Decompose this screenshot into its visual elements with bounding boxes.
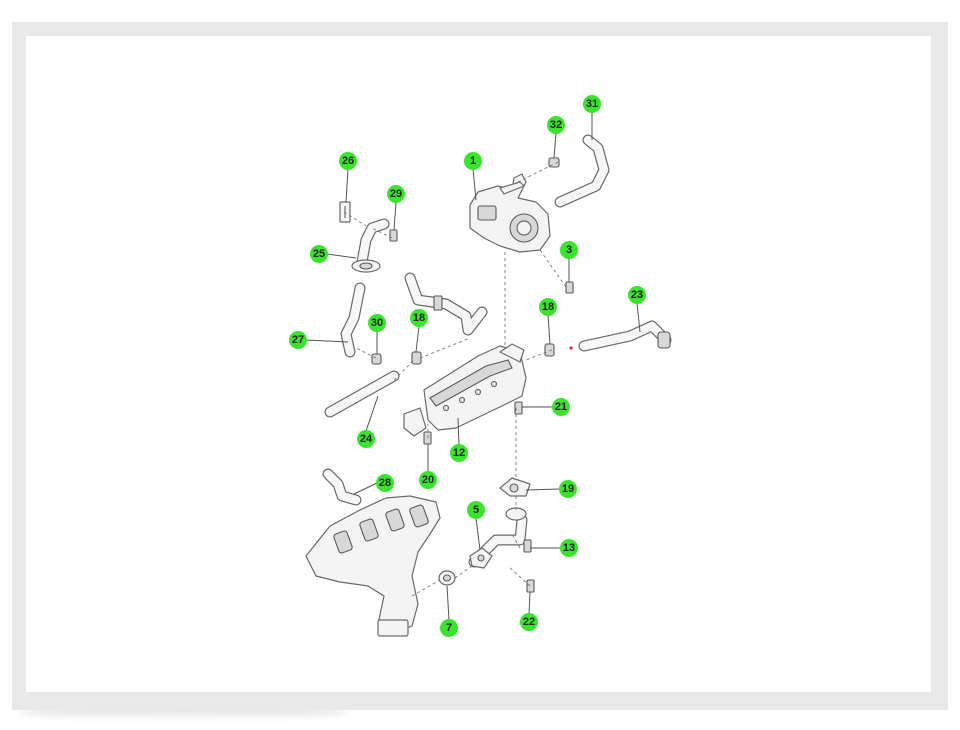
svg-text:32: 32 bbox=[550, 119, 562, 131]
part-20-bolt bbox=[423, 431, 432, 445]
callout-leaders bbox=[305, 112, 641, 621]
part-23-hose bbox=[578, 320, 672, 352]
callout-18-right[interactable]: 18 bbox=[539, 298, 557, 316]
red-marker bbox=[569, 346, 573, 350]
svg-text:19: 19 bbox=[562, 483, 574, 495]
part-13-bolt bbox=[523, 539, 532, 553]
part-30-clip bbox=[371, 353, 382, 365]
part-22-bolt bbox=[526, 579, 535, 593]
part-1-egr-valve bbox=[469, 173, 551, 253]
part-18-clamp-right bbox=[544, 343, 555, 357]
callout-28[interactable]: 28 bbox=[376, 474, 394, 492]
callout-3[interactable]: 3 bbox=[560, 241, 578, 259]
svg-text:7: 7 bbox=[446, 622, 452, 634]
svg-text:12: 12 bbox=[453, 447, 465, 459]
callout-22[interactable]: 22 bbox=[520, 613, 538, 631]
svg-text:21: 21 bbox=[555, 401, 567, 413]
part-24-hose bbox=[324, 370, 400, 418]
part-7-gasket bbox=[438, 570, 456, 586]
part-18-clamp-left bbox=[411, 351, 422, 365]
svg-text:30: 30 bbox=[371, 317, 383, 329]
svg-text:26: 26 bbox=[342, 155, 354, 167]
svg-text:31: 31 bbox=[586, 98, 598, 110]
callout-19[interactable]: 19 bbox=[559, 480, 577, 498]
assembly-centerlines bbox=[343, 161, 567, 597]
callout-5[interactable]: 5 bbox=[467, 501, 485, 519]
svg-text:28: 28 bbox=[379, 477, 391, 489]
svg-text:3: 3 bbox=[566, 244, 572, 256]
callout-24[interactable]: 24 bbox=[357, 430, 375, 448]
part-3-bolt bbox=[565, 281, 574, 294]
part-19-gasket bbox=[499, 477, 531, 497]
part-exhaust-manifold bbox=[305, 495, 441, 637]
part-coolant-pipe bbox=[404, 272, 488, 336]
part-31-hose bbox=[554, 134, 610, 208]
callout-13[interactable]: 13 bbox=[560, 539, 578, 557]
callout-25[interactable]: 25 bbox=[310, 245, 328, 263]
callout-1[interactable]: 1 bbox=[464, 152, 482, 170]
part-26-bracket bbox=[339, 201, 351, 223]
svg-text:20: 20 bbox=[422, 474, 434, 486]
svg-text:18: 18 bbox=[413, 312, 425, 324]
callout-27[interactable]: 27 bbox=[289, 331, 307, 349]
svg-text:5: 5 bbox=[473, 504, 479, 516]
svg-text:29: 29 bbox=[390, 188, 402, 200]
callout-30[interactable]: 30 bbox=[368, 314, 386, 332]
part-25-pipe bbox=[351, 218, 390, 273]
callout-31[interactable]: 31 bbox=[583, 95, 601, 113]
svg-text:18: 18 bbox=[542, 301, 554, 313]
svg-text:24: 24 bbox=[360, 433, 373, 445]
callout-29[interactable]: 29 bbox=[387, 185, 405, 203]
svg-text:25: 25 bbox=[313, 248, 325, 260]
svg-text:22: 22 bbox=[523, 616, 535, 628]
svg-text:27: 27 bbox=[292, 334, 304, 346]
part-28-hose bbox=[322, 468, 362, 506]
part-21-bolt bbox=[514, 401, 523, 415]
callout-20[interactable]: 20 bbox=[419, 471, 437, 489]
callout-18-left[interactable]: 18 bbox=[410, 309, 428, 327]
svg-text:23: 23 bbox=[631, 289, 643, 301]
svg-text:13: 13 bbox=[563, 542, 575, 554]
callout-12[interactable]: 12 bbox=[450, 444, 468, 462]
callout-32[interactable]: 32 bbox=[547, 116, 565, 134]
callout-23[interactable]: 23 bbox=[628, 286, 646, 304]
callout-21[interactable]: 21 bbox=[552, 398, 570, 416]
callout-7[interactable]: 7 bbox=[440, 619, 458, 637]
part-29-bolt bbox=[389, 229, 398, 242]
part-27-hose bbox=[340, 282, 366, 358]
part-5-gasket bbox=[469, 547, 493, 569]
part-12-egr-cooler bbox=[403, 343, 527, 437]
svg-text:1: 1 bbox=[470, 155, 476, 167]
callout-26[interactable]: 26 bbox=[339, 152, 357, 170]
